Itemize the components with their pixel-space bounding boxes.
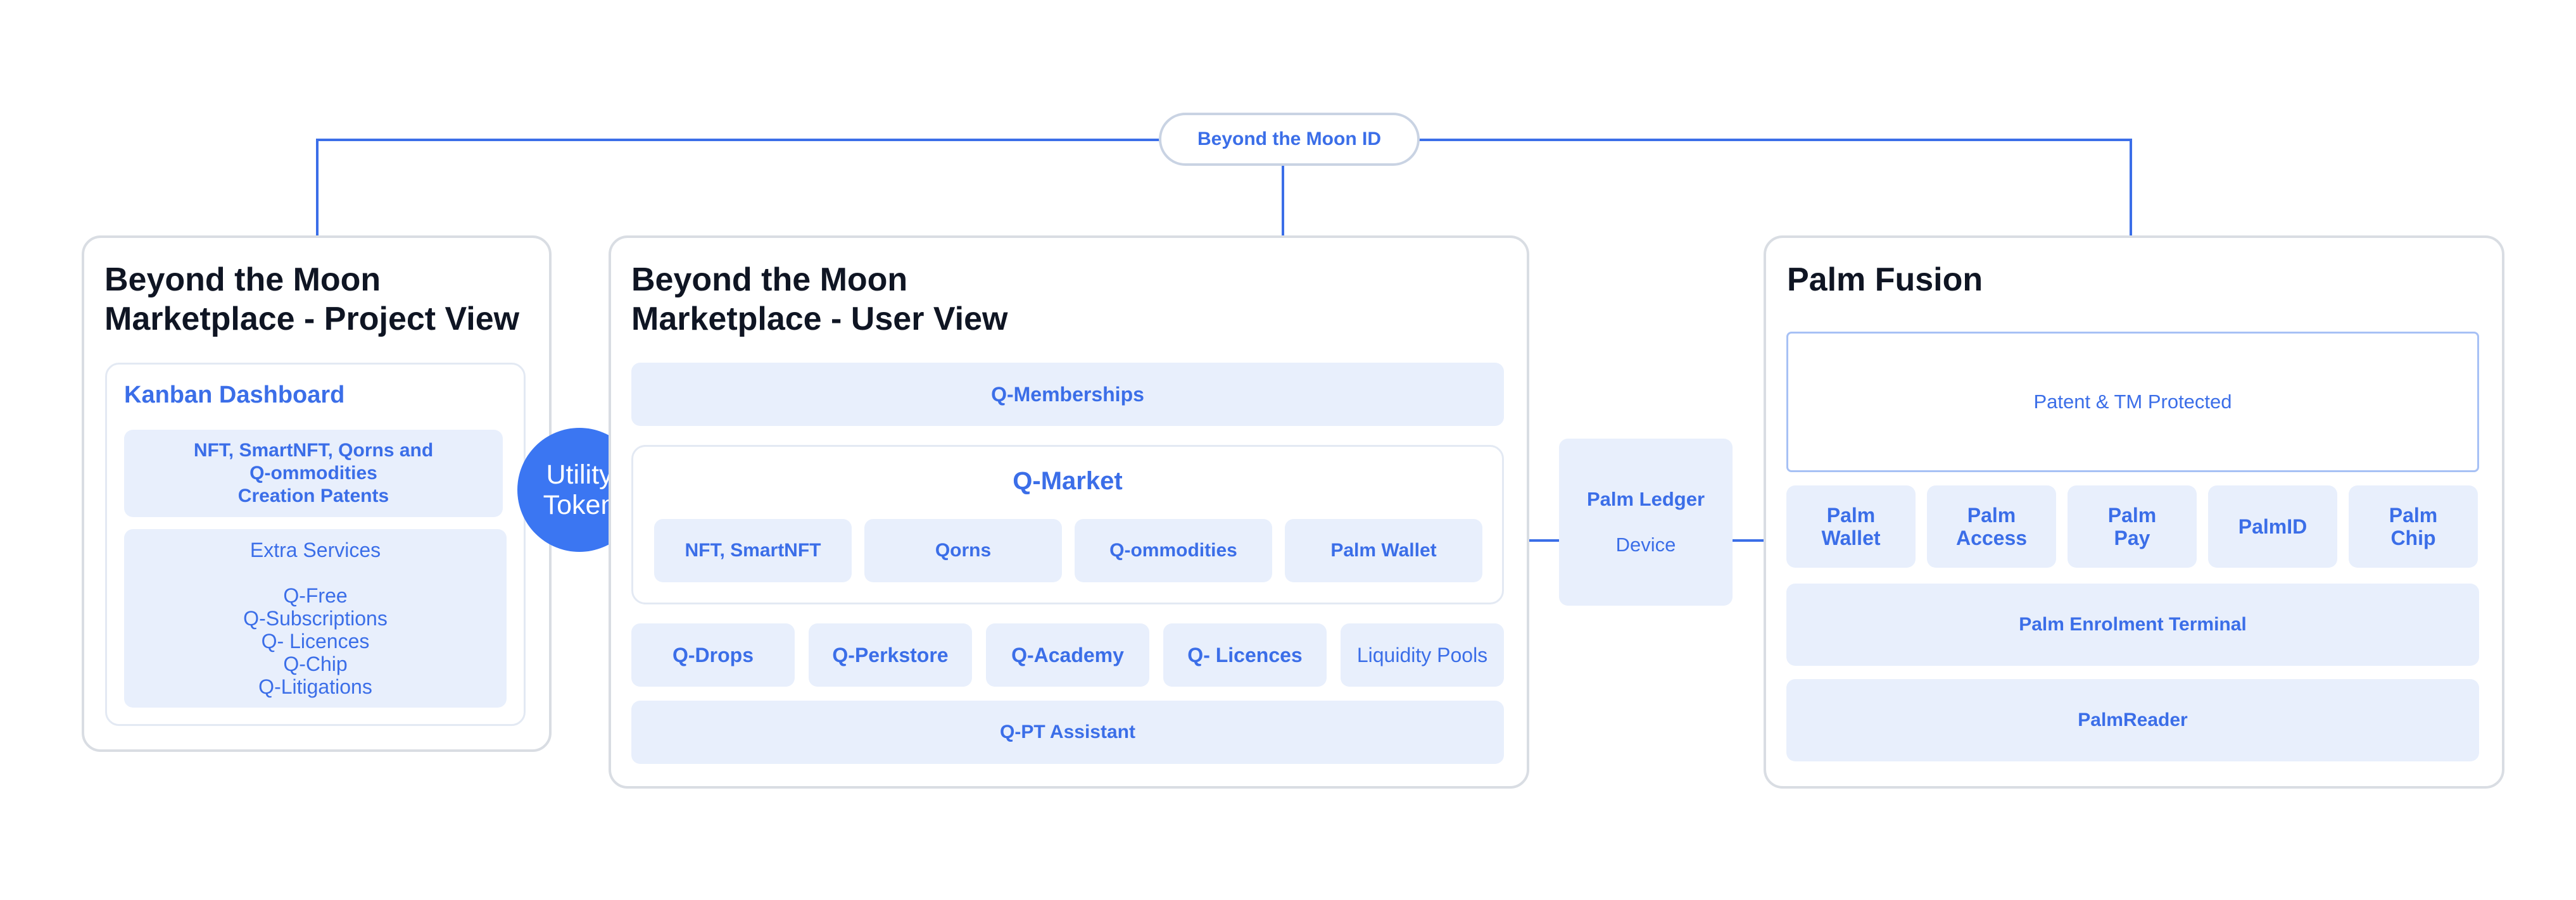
q-market-label: Q-Market (1013, 467, 1123, 495)
q-pt-assistant-box[interactable]: Q-PT Assistant (631, 701, 1504, 764)
q-drops-box[interactable]: Q-Drops (631, 623, 795, 687)
user-view-title: Beyond the Moon Marketplace - User View (631, 261, 1008, 337)
palm-access-box[interactable]: Palm Access (1927, 485, 2056, 568)
palm-chip-box[interactable]: Palm Chip (2349, 485, 2478, 568)
palm-fusion-title: Palm Fusion (1787, 261, 1983, 298)
q-licences-box[interactable]: Q- Licences (1163, 623, 1327, 687)
palm-pay-box[interactable]: Palm Pay (2068, 485, 2197, 568)
palm-wallet-box[interactable]: Palm Wallet (1786, 485, 1916, 568)
utility-token-label: Utility Token (543, 459, 616, 520)
patent-tm-protected-label: Patent & TM Protected (2033, 391, 2232, 413)
palm-ledger-label: Palm Ledger (1586, 488, 1705, 510)
creation-patents-box[interactable]: NFT, SmartNFT, Qorns and Q-ommodities Cr… (124, 430, 503, 517)
q-market-item-palm-wallet[interactable]: Palm Wallet (1285, 519, 1482, 582)
connector-right-vertical (2130, 139, 2132, 237)
q-perkstore-box[interactable]: Q-Perkstore (809, 623, 972, 687)
q-memberships-box[interactable]: Q-Memberships (631, 363, 1504, 426)
palm-ledger-device-label: Device (1615, 534, 1676, 556)
palm-id-box[interactable]: PalmID (2208, 485, 2337, 568)
palm-enrolment-terminal-box[interactable]: Palm Enrolment Terminal (1786, 584, 2479, 666)
connector-center-vertical (1282, 165, 1284, 237)
palm-ledger-box[interactable]: Palm Ledger Device (1559, 439, 1733, 606)
beyond-the-moon-id-pill[interactable]: Beyond the Moon ID (1159, 113, 1420, 166)
connector-left-vertical (316, 139, 319, 237)
liquidity-pools-box[interactable]: Liquidity Pools (1341, 623, 1504, 687)
beyond-the-moon-id-label: Beyond the Moon ID (1197, 128, 1381, 149)
q-market-item-qorns[interactable]: Qorns (864, 519, 1062, 582)
patent-tm-protected-box: Patent & TM Protected (1786, 332, 2479, 472)
kanban-dashboard-label: Kanban Dashboard (124, 382, 345, 408)
connector-ledger-to-fusion (1733, 539, 1787, 542)
q-market-item-nft-smartnft[interactable]: NFT, SmartNFT (654, 519, 852, 582)
q-market-item-q-ommodities[interactable]: Q-ommodities (1075, 519, 1272, 582)
project-view-title: Beyond the Moon Marketplace - Project Vi… (104, 261, 520, 337)
palm-reader-box[interactable]: PalmReader (1786, 679, 2479, 761)
extra-services-box[interactable]: Extra Services Q-Free Q-Subscriptions Q-… (124, 529, 507, 708)
q-academy-box[interactable]: Q-Academy (986, 623, 1149, 687)
